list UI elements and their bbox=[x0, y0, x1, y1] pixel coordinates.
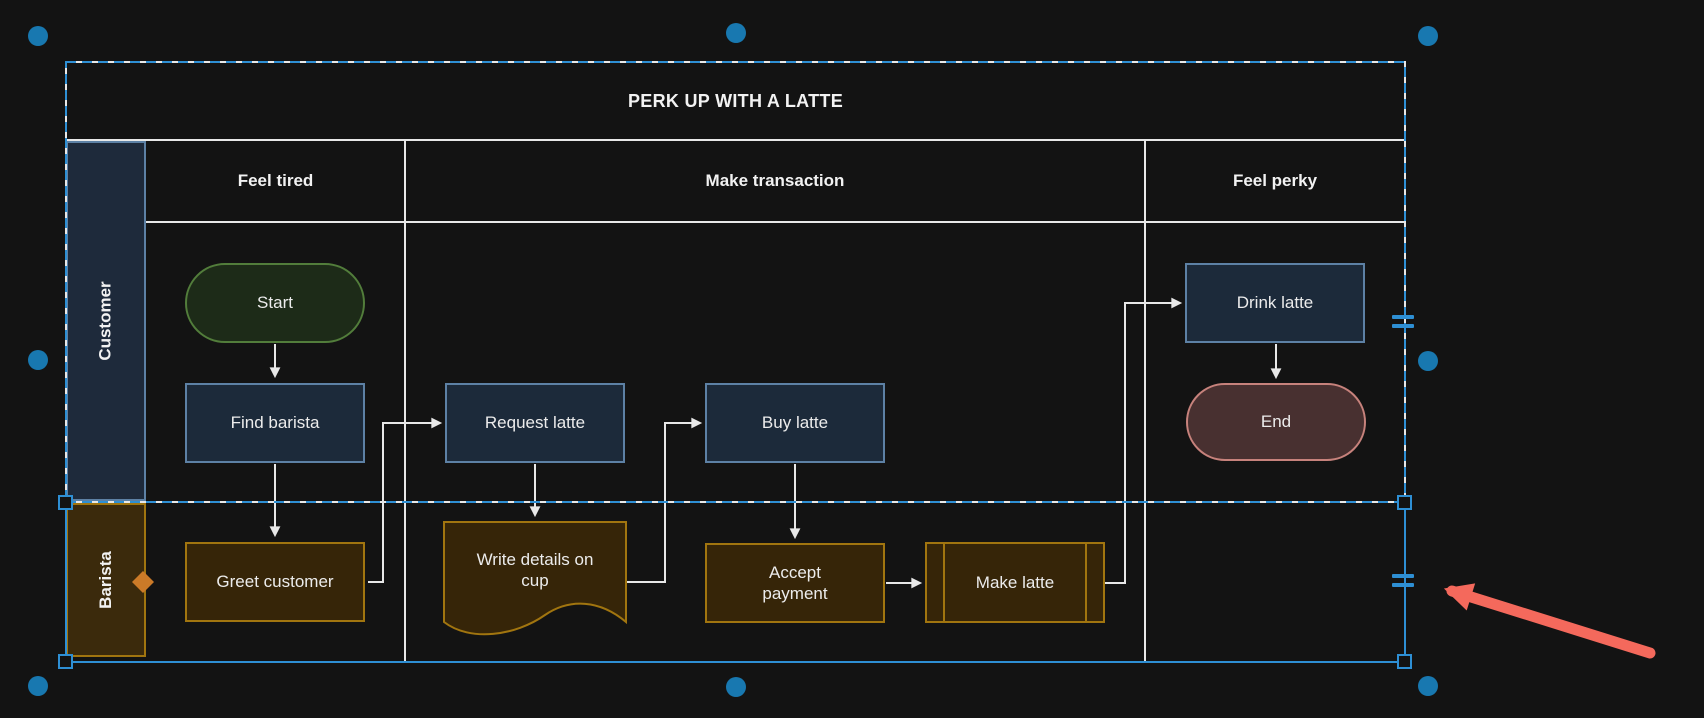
node-start[interactable]: Start bbox=[185, 263, 365, 343]
pool-title: PERK UP WITH A LATTE bbox=[628, 90, 843, 111]
node-label: Drink latte bbox=[1236, 293, 1314, 313]
lane-resize-handle-barista[interactable] bbox=[1392, 574, 1414, 578]
canvas-handle-dot-bottom-left[interactable] bbox=[28, 676, 48, 696]
canvas-handle-dot-bottom-right[interactable] bbox=[1418, 676, 1438, 696]
resize-handle-ne[interactable] bbox=[1397, 495, 1412, 510]
lane-label-barista: Barista bbox=[95, 551, 115, 609]
node-label: Buy latte bbox=[761, 413, 829, 433]
annotation-arrow bbox=[1443, 583, 1656, 659]
canvas-handle-dot-top-right[interactable] bbox=[1418, 26, 1438, 46]
lane-resize-handle-barista[interactable] bbox=[1392, 583, 1414, 587]
edge-make-latte-to-drink-latte[interactable] bbox=[1105, 297, 1183, 584]
edge-greet-customer-to-request-latte[interactable] bbox=[368, 417, 443, 583]
node-buy-latte[interactable]: Buy latte bbox=[705, 383, 885, 463]
lane-title-barista[interactable]: Barista bbox=[66, 503, 146, 657]
node-drink-latte[interactable]: Drink latte bbox=[1185, 263, 1365, 343]
node-label: Accept payment bbox=[762, 562, 828, 603]
subprocess-bar-left bbox=[943, 544, 945, 621]
node-write-details-on-cup[interactable]: Write details on cup bbox=[443, 521, 627, 644]
node-make-latte[interactable]: Make latte bbox=[925, 542, 1105, 623]
node-find-barista[interactable]: Find barista bbox=[185, 383, 365, 463]
lane-title-customer[interactable]: Customer bbox=[66, 141, 146, 501]
node-request-latte[interactable]: Request latte bbox=[445, 383, 625, 463]
lane-label-customer: Customer bbox=[96, 281, 116, 361]
subprocess-bar-right bbox=[1085, 544, 1087, 621]
node-end[interactable]: End bbox=[1186, 383, 1366, 461]
canvas-handle-dot-mid-left[interactable] bbox=[28, 350, 48, 370]
node-label: Write details on cup bbox=[476, 549, 594, 590]
canvas-handle-dot-mid-right[interactable] bbox=[1418, 351, 1438, 371]
lane-resize-handle-customer[interactable] bbox=[1392, 324, 1414, 328]
node-label: End bbox=[1260, 412, 1292, 432]
canvas-handle-dot-top-left[interactable] bbox=[28, 26, 48, 46]
canvas-handle-dot-bottom-center[interactable] bbox=[726, 677, 746, 697]
node-accept-payment[interactable]: Accept payment bbox=[705, 543, 885, 623]
node-label: Start bbox=[257, 293, 293, 313]
node-label: Request latte bbox=[484, 413, 586, 433]
phase-header-make-transaction: Make transaction bbox=[705, 171, 845, 190]
edge-write-details-to-buy-latte[interactable] bbox=[627, 417, 703, 583]
phase-header-feel-perky: Feel perky bbox=[1232, 171, 1318, 190]
node-label: Greet customer bbox=[216, 572, 334, 592]
lane-resize-handle-customer[interactable] bbox=[1392, 315, 1414, 319]
canvas-handle-dot-top-center[interactable] bbox=[726, 23, 746, 43]
node-label: Make latte bbox=[975, 572, 1055, 592]
node-greet-customer[interactable]: Greet customer bbox=[185, 542, 365, 622]
phase-header-feel-tired: Feel tired bbox=[237, 171, 314, 190]
resize-handle-se[interactable] bbox=[1397, 654, 1412, 669]
node-label: Find barista bbox=[230, 413, 320, 433]
